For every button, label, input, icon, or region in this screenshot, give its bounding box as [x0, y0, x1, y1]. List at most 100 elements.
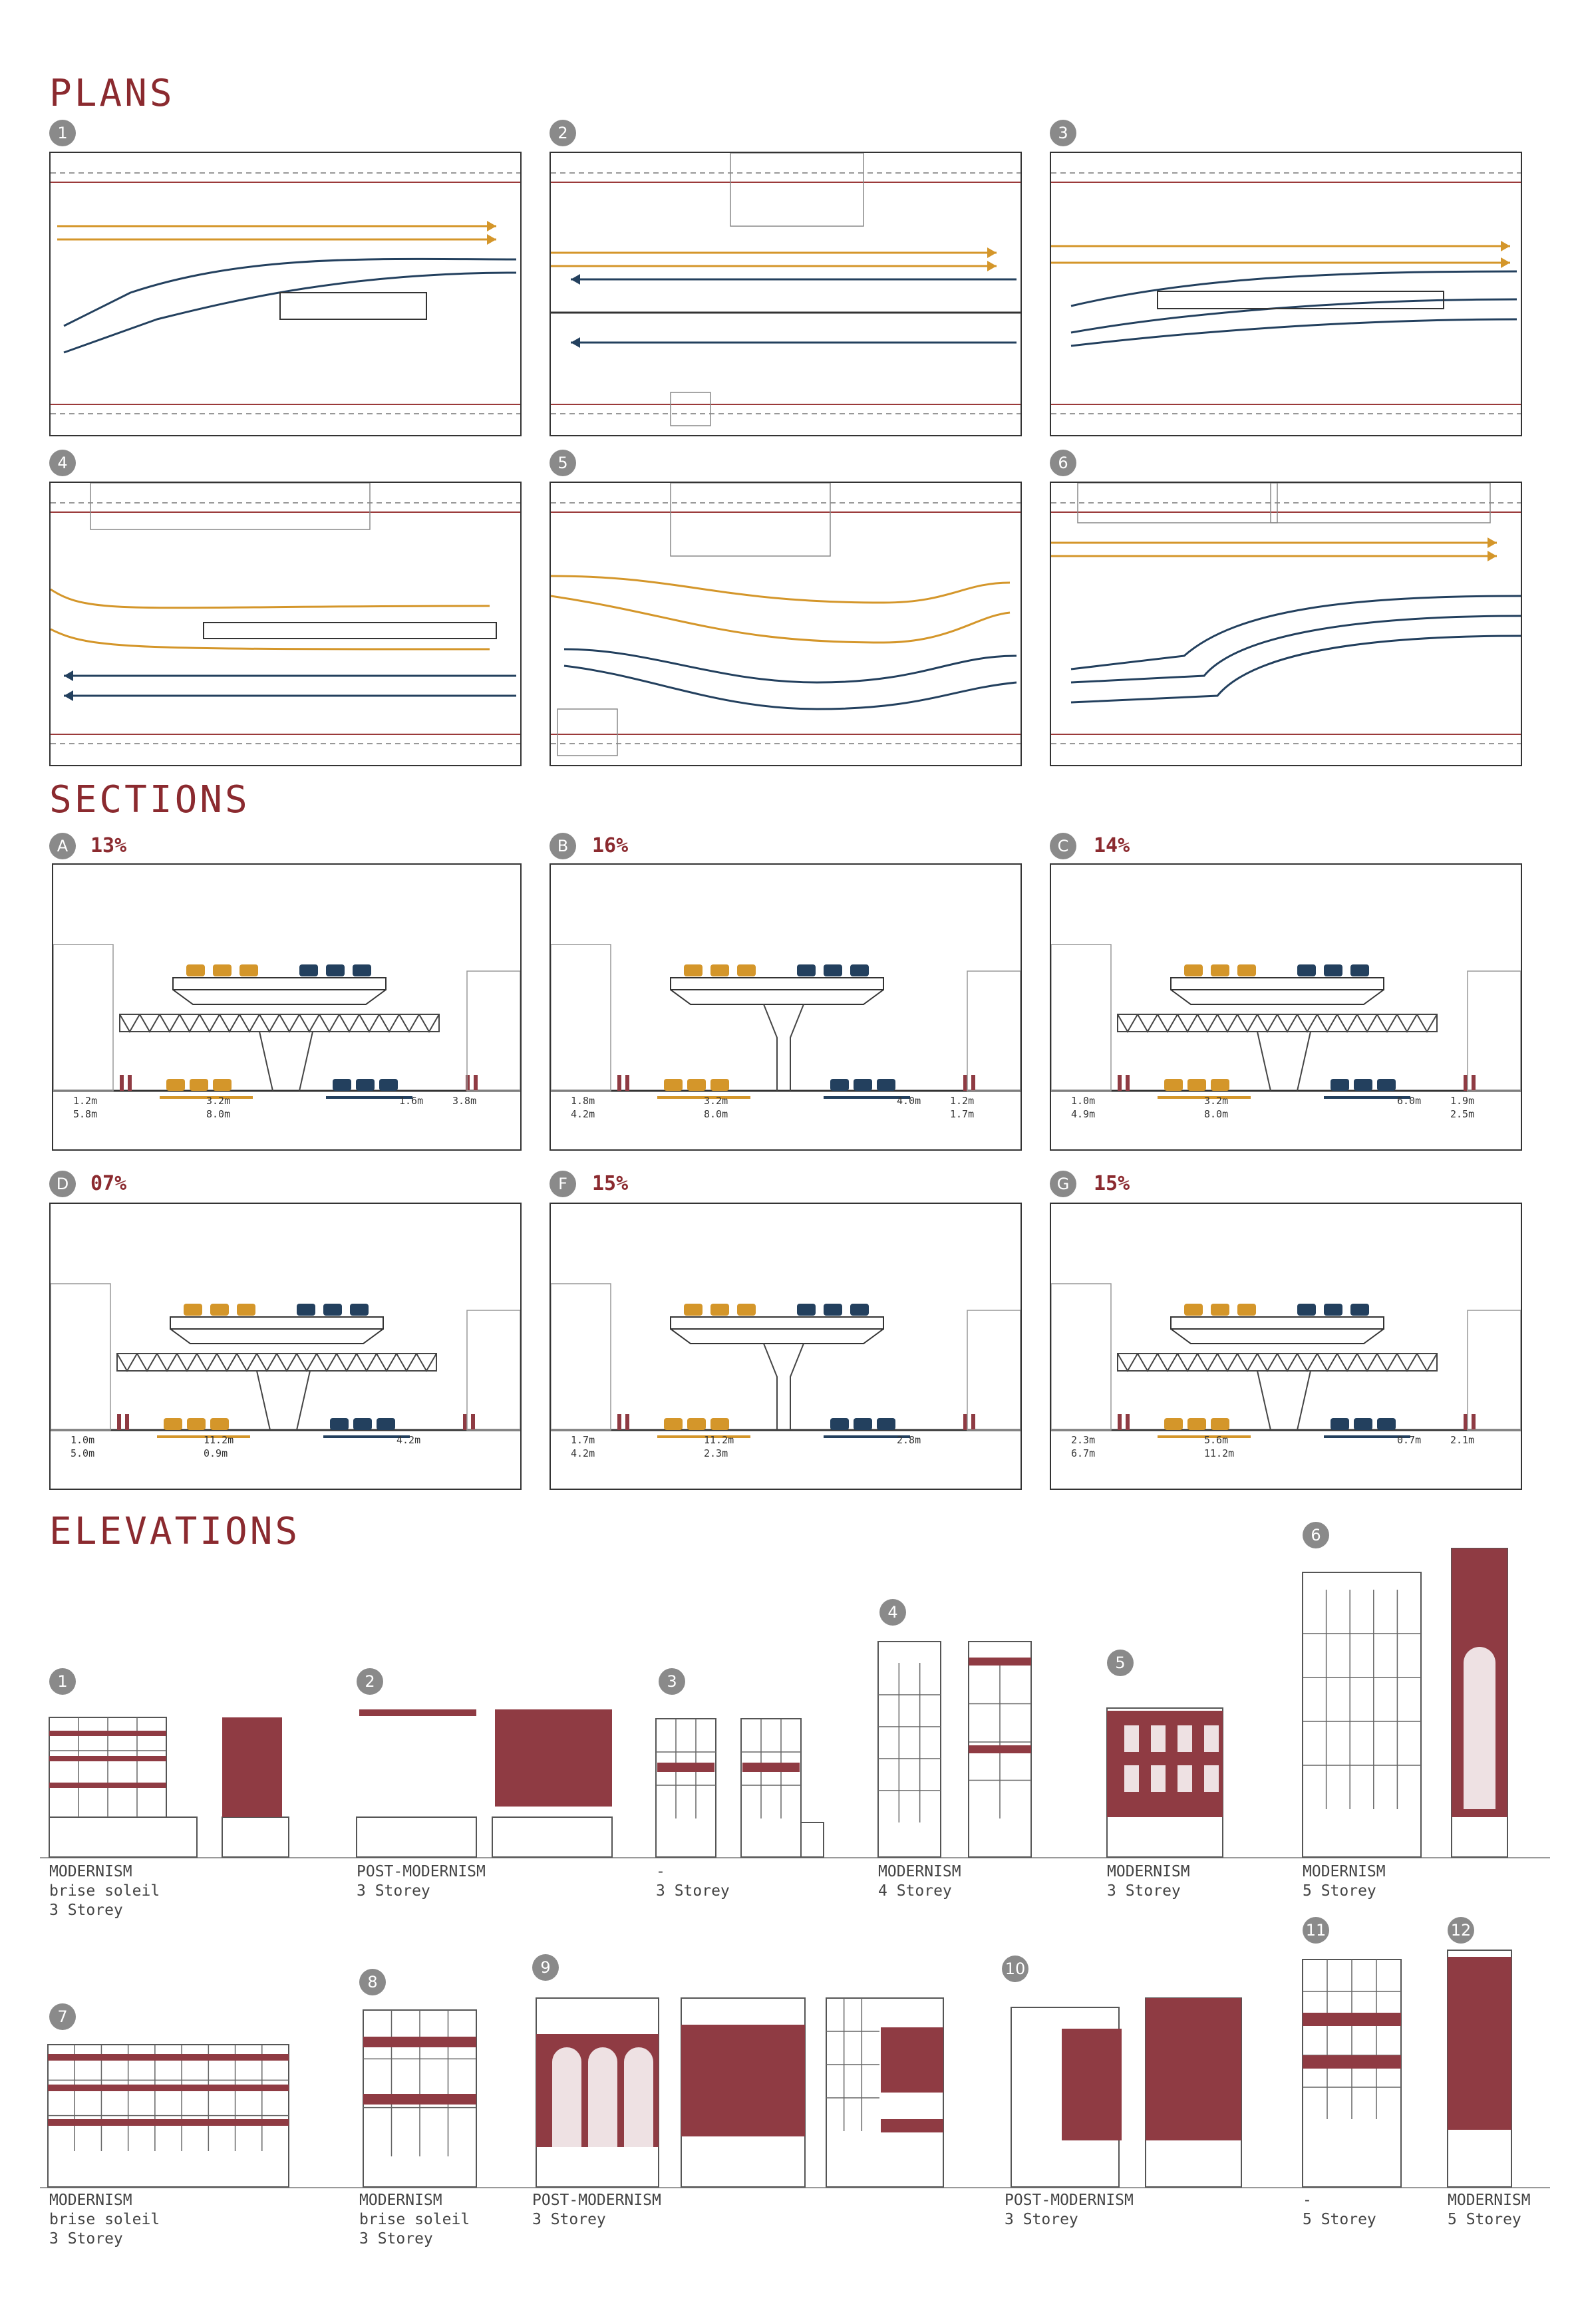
elevation-number-badge: 3	[659, 1668, 685, 1695]
dimension-label: 4.2m	[396, 1434, 420, 1446]
dimension-label: 3.8m	[452, 1095, 476, 1107]
section-percentage: 15%	[1094, 1172, 1130, 1195]
kerb-line	[51, 502, 520, 744]
dimension-label: 11.2m	[704, 1434, 734, 1446]
elevation-caption: MODERNISM 5 Storey	[1303, 1863, 1386, 1900]
elevation-number-badge: 8	[359, 1969, 386, 1995]
building-right	[1467, 1310, 1521, 1431]
elevated-deck	[670, 977, 884, 1005]
section-letter-badge: D	[49, 1171, 76, 1197]
bridge-structure	[1117, 1353, 1438, 1431]
site-boundary	[551, 182, 1020, 405]
street-vehicles	[166, 1079, 398, 1091]
station-platform	[1157, 291, 1444, 309]
pedestrian-figures	[1118, 1414, 1476, 1430]
kerb-line	[551, 502, 1020, 744]
elevated-deck	[172, 977, 387, 1005]
dimension-label: 11.2m	[204, 1434, 234, 1446]
elevation-number-badge: 10	[1002, 1956, 1028, 1982]
street-vehicles	[1164, 1418, 1396, 1430]
elevation-caption: MODERNISM brise soleil 3 Storey	[49, 1863, 160, 1919]
bridge-structure	[1117, 1014, 1438, 1091]
traffic-arrow-eastbound	[1051, 537, 1497, 548]
plan-drawing-3	[1050, 152, 1522, 436]
deck-vehicles	[1184, 964, 1369, 976]
traffic-arrow-eastbound	[551, 595, 1011, 644]
kerb-line	[51, 172, 520, 414]
sections-heading: SECTIONS	[49, 778, 250, 821]
dimension-label: 6.0m	[1397, 1095, 1421, 1107]
dimension-label: 5.8m	[73, 1108, 97, 1120]
dimension-label: 6.7m	[1071, 1447, 1095, 1459]
traffic-arrow-westbound	[571, 274, 1017, 285]
elevated-deck	[170, 1316, 384, 1344]
section-letter-badge: A	[49, 833, 76, 859]
elevation-caption: POST-MODERNISM 3 Storey	[357, 1863, 486, 1900]
elevated-deck	[1170, 1316, 1384, 1344]
deck-vehicles	[684, 964, 869, 976]
dimension-label: 4.9m	[1071, 1108, 1095, 1120]
plan-number-badge: 5	[550, 450, 576, 476]
traffic-arrow-eastbound	[551, 247, 997, 258]
site-boundary	[51, 511, 520, 735]
elevation-number-badge: 9	[532, 1954, 559, 1981]
building-left	[1051, 1283, 1112, 1431]
dimension-label: 8.0m	[1204, 1108, 1228, 1120]
dimension-label: 5.6m	[1204, 1434, 1228, 1446]
kerb-line	[551, 172, 1020, 414]
elevation-caption: POST-MODERNISM 3 Storey	[1005, 2192, 1134, 2228]
elevation-number-badge: 2	[357, 1668, 383, 1695]
section-letter-badge: G	[1050, 1171, 1076, 1197]
elevation-number-badge: 5	[1107, 1650, 1134, 1676]
traffic-arrow-westbound	[1070, 270, 1517, 307]
dimension-label: 2.8m	[897, 1434, 921, 1446]
traffic-arrow-westbound	[563, 664, 1017, 710]
building-left	[1051, 944, 1112, 1091]
dimension-label: 2.1m	[1450, 1434, 1474, 1446]
pedestrian-figures	[617, 1075, 975, 1091]
elevation-caption: - 3 Storey	[656, 1863, 730, 1900]
traffic-arrow-eastbound	[51, 588, 490, 609]
dimension-label: 3.2m	[1204, 1095, 1228, 1107]
dimension-label: 4.2m	[571, 1108, 595, 1120]
plan-building-outlines	[670, 153, 864, 426]
building-right	[466, 970, 520, 1091]
elevation-number-badge: 7	[49, 2003, 76, 2030]
dimension-label: 2.3m	[1071, 1434, 1095, 1446]
dimension-label: 4.0m	[897, 1095, 921, 1107]
pedestrian-figures	[117, 1414, 475, 1430]
dimension-label: 1.2m	[73, 1095, 97, 1107]
dimension-label: 1.7m	[571, 1434, 595, 1446]
plan-number-badge: 1	[49, 120, 76, 146]
elevated-deck	[1170, 977, 1384, 1005]
dimension-label: 1.6m	[399, 1095, 423, 1107]
elevation-caption: POST-MODERNISM 3 Storey	[532, 2192, 661, 2228]
dimension-label: 2.3m	[704, 1447, 728, 1459]
deck-vehicles	[684, 1304, 869, 1316]
plan-number-badge: 3	[1050, 120, 1076, 146]
traffic-arrow-eastbound	[57, 221, 496, 231]
elevation-caption: MODERNISM 3 Storey	[1107, 1863, 1190, 1900]
street-vehicles	[1164, 1079, 1396, 1091]
dimension-label: 5.0m	[71, 1447, 94, 1459]
building-left	[53, 944, 114, 1091]
section-percentage: 15%	[592, 1172, 629, 1195]
traffic-arrow-westbound	[64, 690, 516, 701]
plan-drawing-1	[49, 152, 522, 436]
elevated-deck	[670, 1316, 884, 1344]
traffic-arrow-westbound	[1070, 595, 1521, 670]
plan-number-badge: 2	[550, 120, 576, 146]
dimension-label: 3.2m	[206, 1095, 230, 1107]
elevation-caption: MODERNISM brise soleil 3 Storey	[49, 2192, 160, 2248]
dimension-label: 1.0m	[71, 1434, 94, 1446]
bridge-structure	[119, 1014, 440, 1091]
site-boundary	[551, 511, 1020, 735]
pedestrian-figures	[120, 1075, 478, 1091]
